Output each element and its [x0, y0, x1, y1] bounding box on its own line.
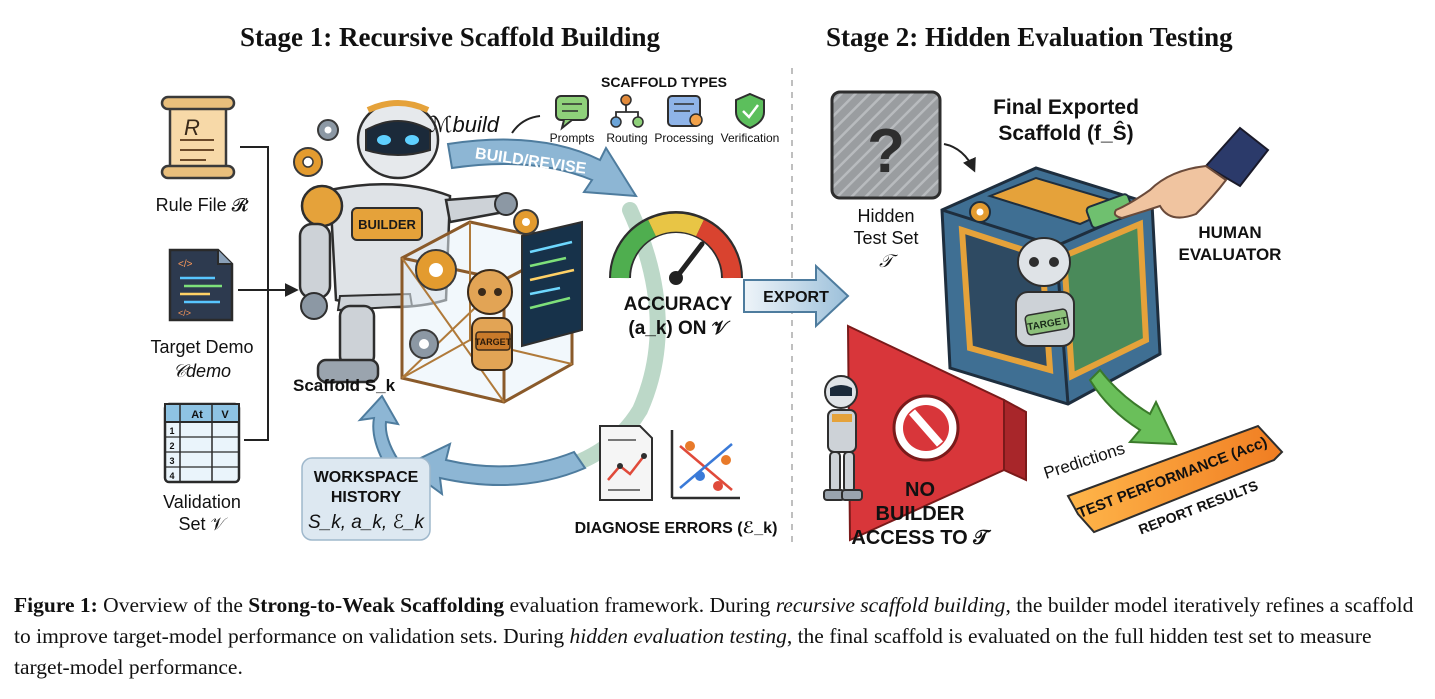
export-label: EXPORT — [763, 289, 829, 306]
svg-text:</>: </> — [178, 308, 191, 318]
routing-icon — [610, 94, 644, 128]
robot-icon — [823, 375, 863, 501]
target-demo-symbol: 𝒞demo — [173, 361, 231, 381]
revise-arrow — [357, 394, 404, 472]
code-document-icon: </> </> — [168, 248, 234, 322]
caption-text: Overview of the — [97, 593, 249, 617]
final-scaffold-label-2: Scaffold (f_Ŝ) — [998, 121, 1133, 145]
workspace-label-2: HISTORY — [331, 489, 402, 506]
sheet-row: 1 — [169, 426, 174, 436]
builder-badge: BUILDER — [358, 217, 416, 232]
framework-diagram: R Rule File 𝓡 </> </> Target Demo 𝒞demo … — [150, 68, 1284, 549]
chat-icon — [555, 95, 589, 131]
builder-leader-line — [511, 115, 541, 134]
export-arrow — [743, 263, 850, 329]
scaffold-label: Scaffold S_k — [293, 376, 396, 395]
report-icon — [599, 425, 653, 501]
sheet-row: 2 — [169, 441, 174, 451]
caption-text: , the builder model iteratively refines … — [14, 593, 1414, 648]
scaffold-type: Processing — [654, 131, 713, 145]
scatter-chart-icon — [670, 430, 740, 500]
svg-text:?: ? — [867, 117, 905, 186]
target-demo-label: Target Demo — [150, 337, 253, 357]
target-robot-icon — [1015, 237, 1075, 347]
results-banner — [1066, 424, 1284, 534]
gauge-icon — [609, 211, 743, 285]
no-access-label-1: NO — [905, 479, 935, 501]
final-scaffold-label-1: Final Exported — [993, 96, 1139, 119]
predictions-arrow — [1088, 368, 1178, 446]
figure-caption: Figure 1: Overview of the Strong-to-Weak… — [14, 590, 1422, 683]
validation-label-1: Validation — [163, 492, 241, 512]
accuracy-label-1: ACCURACY — [624, 294, 733, 315]
caption-text: , the final scaffold is evaluated on the… — [14, 624, 1372, 679]
hidden-test-label-1: Hidden — [857, 206, 914, 226]
shield-check-icon — [735, 92, 765, 130]
target-robot-icon — [467, 269, 513, 371]
human-evaluator-label-1: HUMAN — [1198, 223, 1261, 242]
feedback-loop — [532, 202, 666, 482]
scaffold-type: Routing — [606, 131, 647, 145]
sheet-header-a: At — [191, 409, 203, 421]
stage2-title: Stage 2: Hidden Evaluation Testing — [826, 22, 1233, 52]
sheet-header-b: V — [221, 409, 229, 421]
diagnose-label: DIAGNOSE ERRORS (ℰ_k) — [575, 520, 778, 537]
sheet-row: 4 — [169, 471, 174, 481]
return-arrow — [402, 442, 587, 497]
svg-text:R: R — [184, 115, 200, 140]
caption-label: Figure 1: — [14, 593, 98, 617]
stage1-title: Stage 1: Recursive Scaffold Building — [240, 22, 661, 52]
hand-icon — [1113, 126, 1270, 220]
caption-bold: Strong-to-Weak Scaffolding — [248, 593, 505, 617]
no-access-label-3: ACCESS TO 𝒯 — [851, 527, 992, 549]
workspace-label-3: S_k, a_k, ℰ_k — [308, 512, 426, 533]
caption-text: evaluation framework. During — [504, 593, 776, 617]
human-evaluator-label-2: EVALUATOR — [1179, 245, 1282, 264]
hidden-test-label-2: Test Set — [853, 228, 918, 248]
workspace-label-1: WORKSPACE — [314, 469, 419, 486]
scaffold-type: Prompts — [550, 131, 595, 145]
scaffold-types-title: SCAFFOLD TYPES — [601, 74, 727, 90]
no-access-label-2: BUILDER — [876, 503, 965, 525]
input-bracket — [240, 146, 269, 441]
scroll-icon: R — [160, 95, 236, 180]
scaffold-type: Verification — [721, 131, 780, 145]
hidden-set-arrow — [943, 143, 976, 173]
builder-robot-icon — [293, 100, 518, 384]
predictions-label: Predictions — [1041, 439, 1127, 483]
accuracy-label-2: (a_k) ON 𝒱 — [628, 318, 730, 339]
hidden-test-symbol: 𝒯 — [879, 251, 898, 271]
target-badge-small: TARGET — [475, 337, 512, 347]
caption-italic: hidden evaluation testing — [569, 624, 787, 648]
validation-label-2: Set 𝒱 — [178, 514, 228, 534]
workspace-history-box — [301, 457, 431, 541]
question-mark-icon: ? — [830, 90, 942, 200]
sheet-row: 3 — [169, 456, 174, 466]
rule-file-label: Rule File 𝓡 — [156, 195, 249, 215]
builder-model-label: ℳbuild — [429, 112, 500, 137]
processing-icon — [667, 95, 703, 127]
spreadsheet-icon — [163, 402, 241, 484]
build-revise-arrow — [446, 138, 638, 198]
caption-italic: recursive scaffold building — [775, 593, 1006, 617]
stop-sign-icon — [892, 394, 960, 462]
svg-text:</>: </> — [178, 259, 193, 270]
